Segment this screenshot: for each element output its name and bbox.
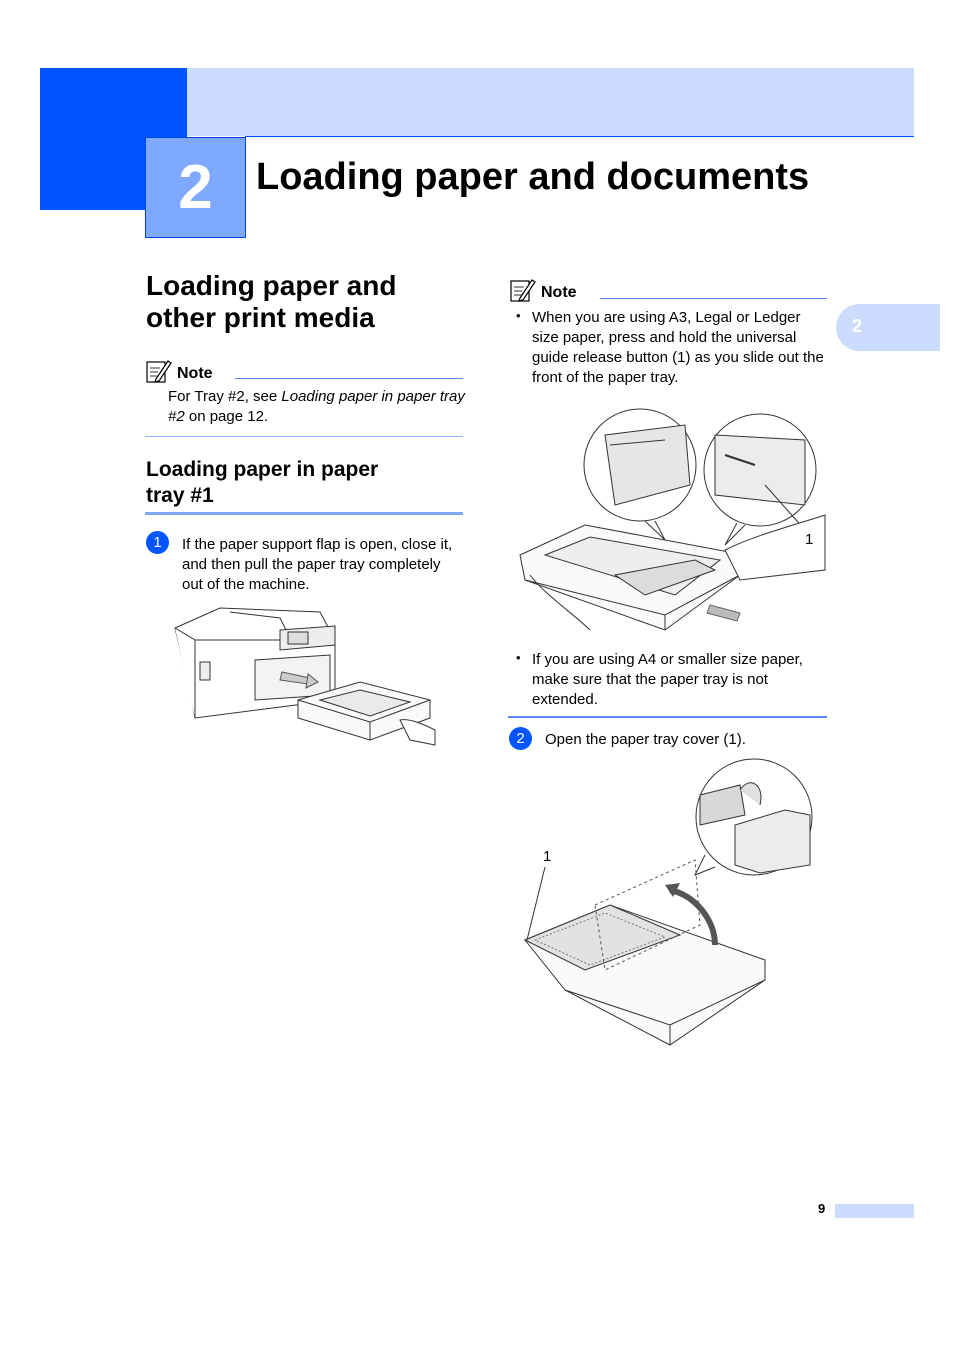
note-text: For Tray #2, see Loading paper in paper …	[168, 387, 468, 427]
footer-bar	[835, 1204, 914, 1218]
section-title-line1: Loading paper and	[146, 270, 397, 301]
note-bottom-rule	[508, 716, 827, 718]
chapter-title: Loading paper and documents	[256, 156, 810, 198]
tray-extend-illustration	[519, 408, 826, 631]
note-pencil-icon	[510, 279, 536, 302]
note-bullet: If you are using A4 or smaller size pape…	[532, 651, 803, 708]
note-heading-rule	[235, 378, 463, 379]
cross-reference-link[interactable]: Loading paper in paper tray #2	[168, 388, 465, 425]
step-number-badge: 2	[509, 727, 532, 750]
step-number-badge: 1	[146, 531, 169, 554]
chapter-header-band	[187, 68, 914, 136]
figure-callout-label: 1	[543, 848, 552, 865]
note-pencil-icon	[146, 360, 172, 383]
subsection-title-line2: tray #1	[146, 484, 214, 507]
note-heading: Note	[177, 365, 213, 382]
step-text: If the paper support flap is open, close…	[182, 536, 453, 593]
note-heading: Note	[541, 284, 577, 301]
subsection-title-line1: Loading paper in paper	[146, 458, 379, 481]
figure-callout-label: 1	[805, 531, 814, 548]
bullet-icon: •	[516, 650, 521, 665]
chapter-header-rule	[245, 136, 914, 137]
note-text-page: on page 12.	[184, 408, 269, 425]
note-bullet: When you are using A3, Legal or Ledger s…	[532, 309, 824, 386]
chapter-number: 2	[145, 137, 246, 238]
note-heading-rule	[600, 298, 827, 299]
step-text: Open the paper tray cover (1).	[545, 731, 746, 748]
side-tab-number: 2	[852, 316, 863, 336]
bullet-icon: •	[516, 308, 521, 323]
section-title: Loading paper and other print media	[146, 270, 466, 334]
subsection-title: Loading paper in paper tray #1	[146, 457, 446, 509]
tray-cover-illustration	[523, 758, 813, 1046]
subsection-rule	[145, 512, 463, 515]
chapter-side-tab	[836, 304, 940, 351]
section-title-line2: other print media	[146, 302, 375, 333]
note-text-plain: For Tray #2, see	[168, 388, 282, 405]
printer-tray-illustration	[174, 607, 436, 746]
note-bottom-rule	[145, 436, 463, 437]
page-number: 9	[818, 1201, 826, 1216]
